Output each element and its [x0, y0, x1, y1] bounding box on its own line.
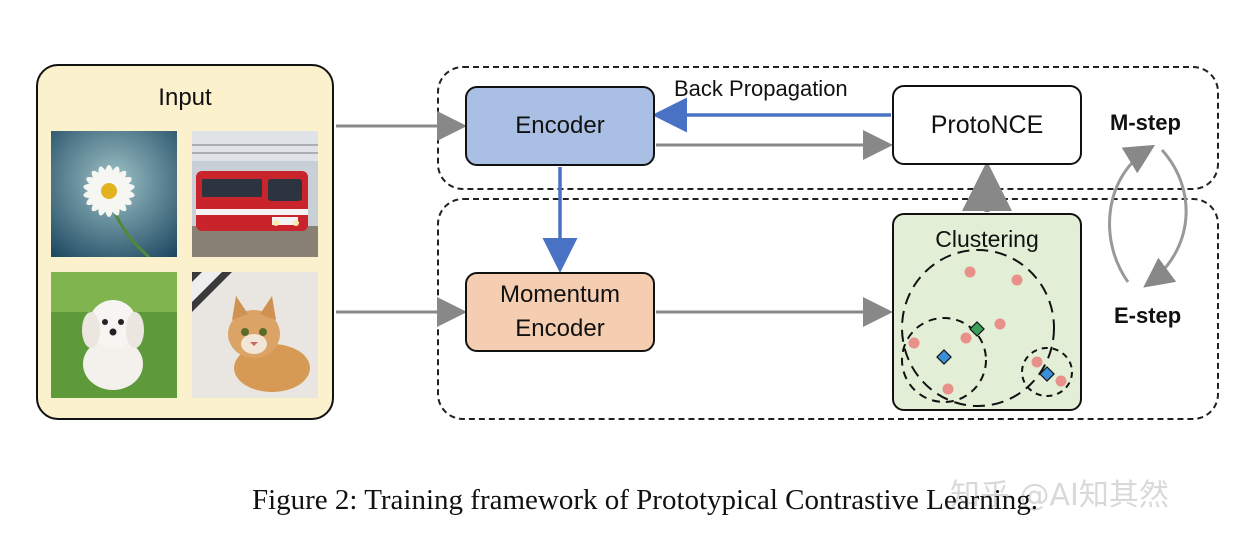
arrow-e-to-m — [1108, 144, 1156, 283]
train-photo — [192, 131, 318, 257]
point — [1011, 274, 1023, 286]
encoder-box: Encoder — [465, 86, 655, 166]
input-title: Input — [158, 84, 212, 111]
point — [942, 383, 954, 395]
m-step-label: M-step — [1110, 110, 1181, 135]
point — [964, 266, 976, 278]
protonce-box: ProtoNCE — [892, 85, 1082, 165]
back-propagation-label: Back Propagation — [674, 76, 848, 101]
prototype-blue — [936, 349, 952, 365]
flower-photo — [51, 131, 177, 257]
prototype-green — [969, 321, 985, 337]
momentum-encoder-line1: Momentum — [499, 281, 621, 308]
cluster-right — [1021, 347, 1073, 397]
momentum-encoder-line2: Encoder — [515, 315, 605, 342]
dog-photo — [51, 272, 177, 398]
momentum-encoder-box: Momentum Encoder — [465, 272, 655, 352]
point — [908, 337, 920, 349]
point — [1055, 375, 1067, 387]
point — [960, 332, 972, 344]
e-step-label: E-step — [1114, 303, 1182, 328]
point — [994, 318, 1006, 330]
cluster-large — [901, 249, 1055, 407]
arrow-m-to-e — [1143, 148, 1188, 288]
watermark: 知乎 @AI知其然 — [950, 478, 1169, 513]
clustering-label: Clustering — [935, 226, 1039, 252]
cluster-left — [901, 317, 987, 403]
figure-caption: Figure 2: Training framework of Prototyp… — [251, 484, 1039, 516]
point — [1031, 356, 1043, 368]
cat-photo — [192, 272, 318, 398]
prototype-blue — [1039, 366, 1055, 382]
